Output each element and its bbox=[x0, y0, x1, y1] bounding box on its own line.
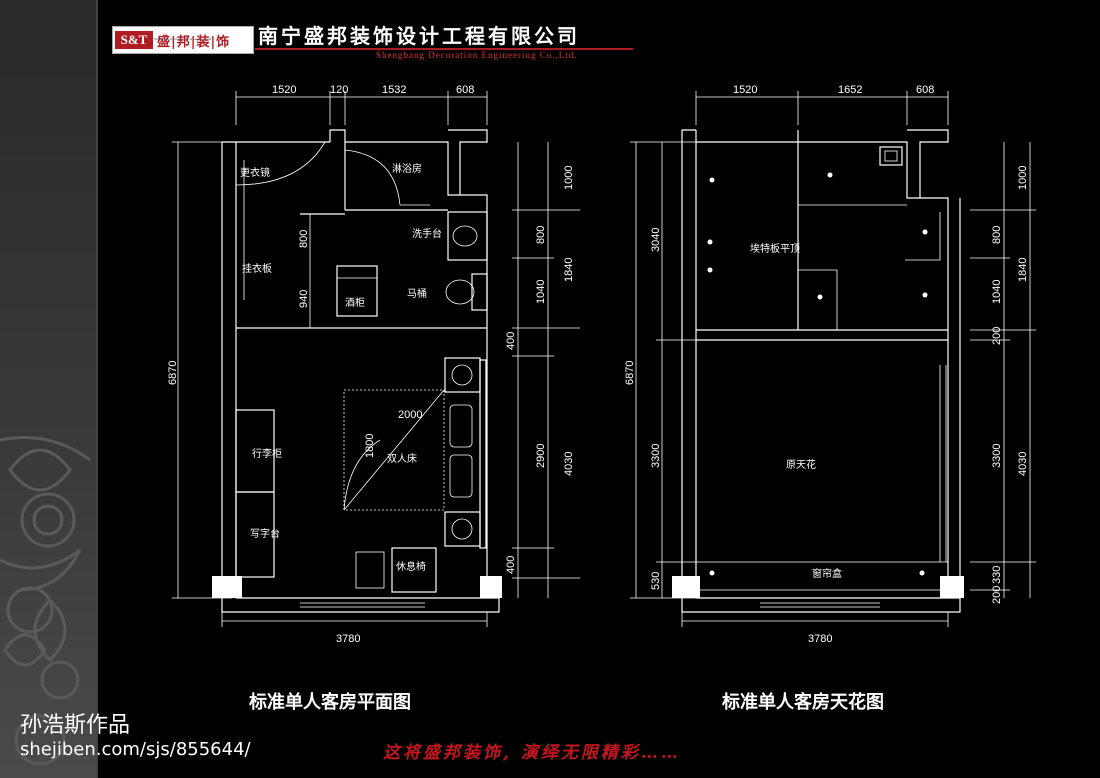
ceiling-dim-right-7: 4030 bbox=[1017, 452, 1029, 476]
label-hanger: 挂衣板 bbox=[242, 262, 272, 275]
ceiling-dim-right-4: 1040 bbox=[991, 280, 1003, 304]
dim-right-8: 400 bbox=[505, 556, 517, 574]
dim-inner-1: 800 bbox=[298, 230, 310, 248]
dim-right-5: 400 bbox=[505, 332, 517, 350]
slogan: 这将盛邦装饰, 演绎无限精彩…… bbox=[383, 743, 681, 763]
ceiling-dim-top-1: 1520 bbox=[733, 84, 757, 96]
ceiling-plan: 1520 1652 608 6870 3040 3300 530 3780 bbox=[624, 84, 1036, 645]
dim-right-3: 1840 bbox=[563, 258, 575, 282]
ceiling-dim-right-6: 3300 bbox=[991, 444, 1003, 468]
dim-right-4: 1040 bbox=[535, 280, 547, 304]
label-bed: 双人床 bbox=[387, 452, 417, 465]
logo-tagline: Shengbang Decoration Engineering Co.Ltd. bbox=[154, 37, 213, 41]
bed-length: 1800 bbox=[364, 434, 376, 458]
dim-top-2: 120 bbox=[330, 84, 348, 96]
ceiling-dim-top-2: 1652 bbox=[838, 84, 862, 96]
logo-mark: S&T bbox=[115, 31, 153, 49]
company-underline bbox=[255, 48, 633, 50]
ceiling-dim-left-1: 6870 bbox=[624, 361, 636, 385]
label-basin: 洗手台 bbox=[412, 227, 442, 240]
ceiling-dim-bottom: 3780 bbox=[808, 633, 832, 645]
ceiling-dim-right-9: 200 bbox=[991, 586, 1003, 604]
url-watermark: shejiben.com/sjs/855644/ bbox=[20, 739, 251, 760]
ceiling-dim-left-2: 3040 bbox=[650, 228, 662, 252]
author-watermark: 孙浩斯作品 bbox=[20, 713, 131, 738]
label-shower: 淋浴房 bbox=[392, 162, 422, 175]
ornament-pattern bbox=[0, 436, 91, 766]
company-logo: S&T 盛|邦|装|饰 bbox=[112, 26, 254, 54]
ceiling-dim-left-4: 530 bbox=[650, 572, 662, 590]
floor-plan: 1520 120 1532 608 6870 3780 bbox=[167, 84, 580, 645]
dim-top-3: 1532 bbox=[382, 84, 406, 96]
company-name-en: Shengbang Decoration Engineering Co.,Ltd… bbox=[376, 50, 578, 60]
floor-plan-title: 标准单人客房平面图 bbox=[249, 692, 411, 713]
label-original: 原天花 bbox=[786, 458, 816, 471]
dim-left: 6870 bbox=[167, 361, 179, 385]
ceiling-plan-title: 标准单人客房天花图 bbox=[722, 692, 884, 713]
label-chair: 休息椅 bbox=[396, 560, 426, 573]
ceiling-dim-right-5: 200 bbox=[991, 327, 1003, 345]
company-name-cn: 南宁盛邦装饰设计工程有限公司 bbox=[258, 24, 580, 48]
ceiling-dim-left-3: 3300 bbox=[650, 444, 662, 468]
label-luggage: 行李柜 bbox=[252, 447, 282, 460]
label-desk: 写字台 bbox=[250, 527, 280, 540]
dim-right-7: 4030 bbox=[563, 452, 575, 476]
logo-name: 盛|邦|装|饰 bbox=[157, 34, 231, 50]
label-toilet: 马桶 bbox=[407, 287, 427, 300]
ceiling-dim-right-2: 800 bbox=[991, 226, 1003, 244]
dim-inner-2: 940 bbox=[298, 290, 310, 308]
dim-right-1: 1000 bbox=[563, 166, 575, 190]
sidebar-divider bbox=[96, 0, 98, 778]
ceiling-dim-right-3: 1840 bbox=[1017, 258, 1029, 282]
ceiling-dim-right-8: 330 bbox=[991, 566, 1003, 584]
label-curtain: 窗帘盒 bbox=[812, 567, 842, 580]
dim-right-2: 800 bbox=[535, 226, 547, 244]
dim-bottom: 3780 bbox=[336, 633, 360, 645]
label-gypsum: 埃特板平顶 bbox=[750, 242, 800, 255]
label-bar: 酒柜 bbox=[345, 296, 365, 309]
decorative-sidebar bbox=[0, 0, 96, 778]
ceiling-dim-top-3: 608 bbox=[916, 84, 934, 96]
ceiling-dim-right-1: 1000 bbox=[1017, 166, 1029, 190]
dim-top-4: 608 bbox=[456, 84, 474, 96]
bed-width: 2000 bbox=[398, 409, 422, 421]
label-wardrobe-mirror: 更衣镜 bbox=[240, 166, 270, 179]
dim-top-1: 1520 bbox=[272, 84, 296, 96]
dim-right-6: 2900 bbox=[535, 444, 547, 468]
